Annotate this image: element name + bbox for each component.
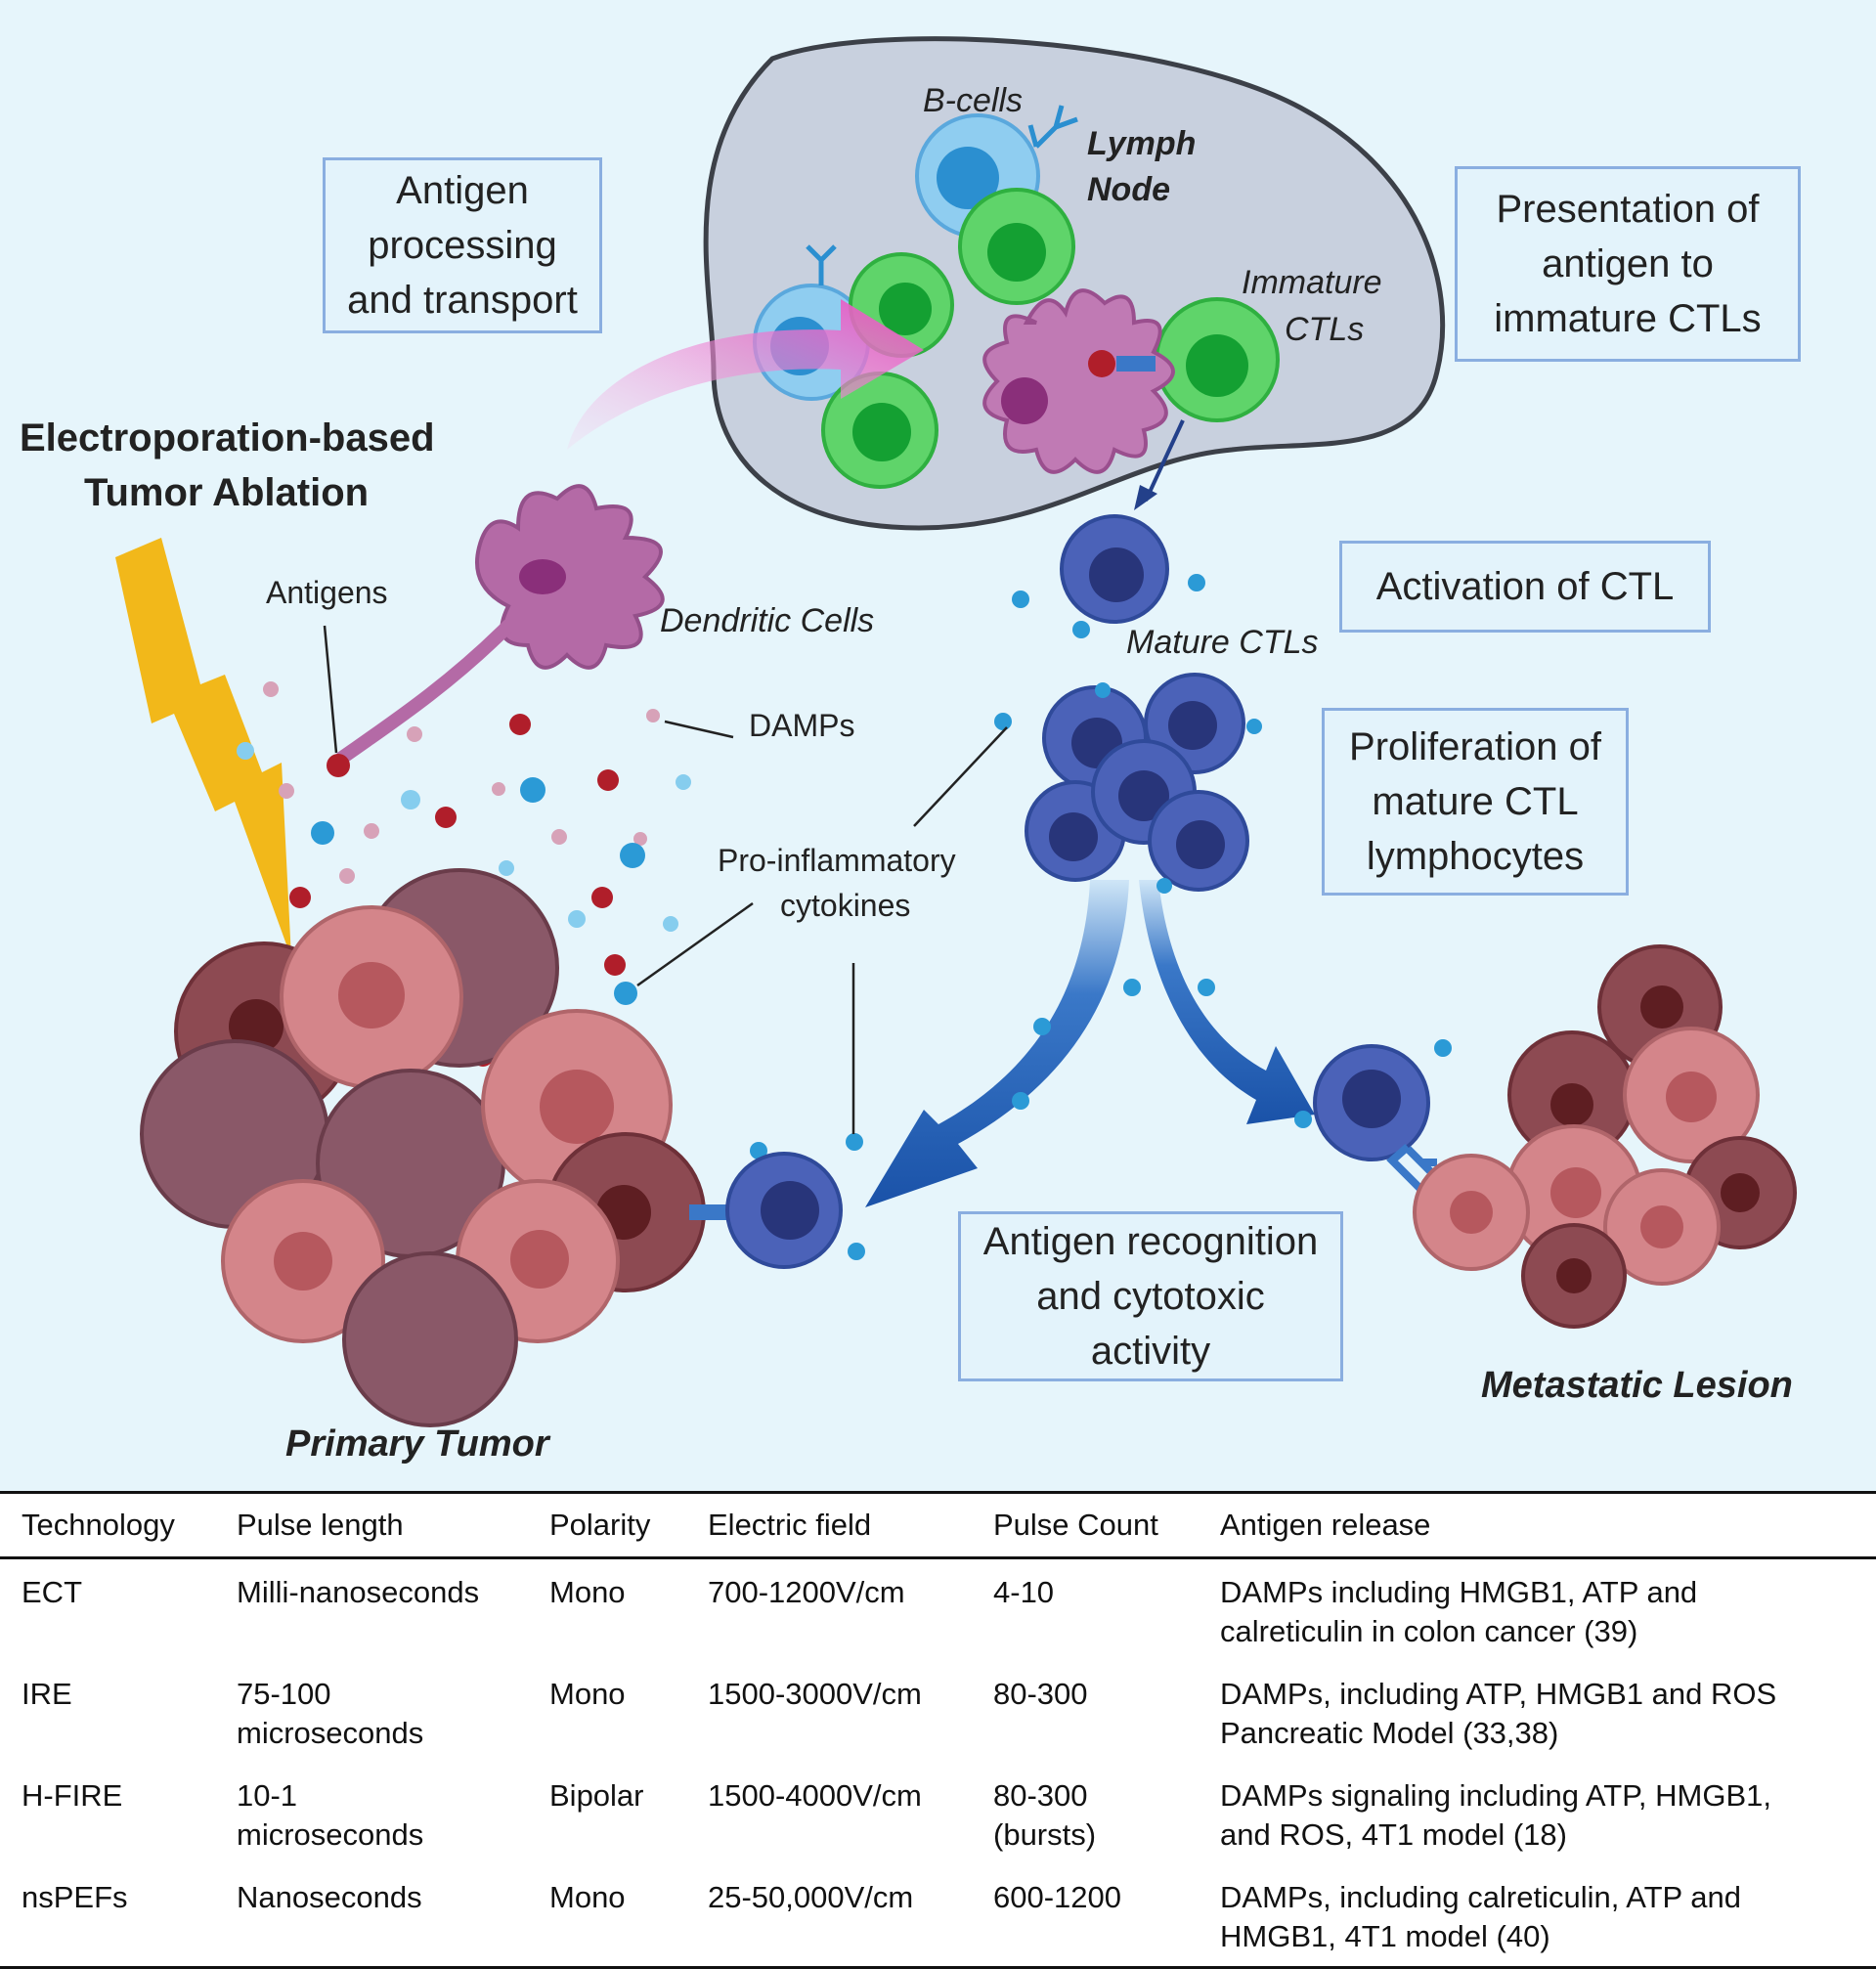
lymph-node-label-1: Lymph <box>1087 125 1197 162</box>
cell-polarity: Mono <box>528 1864 686 1969</box>
recognition-box: Antigen recognition and cytotoxic activi… <box>958 1211 1343 1381</box>
primary-tumor-label: Primary Tumor <box>285 1423 549 1465</box>
cell-electric-field: 1500-3000V/cm <box>708 1677 922 1711</box>
header-electric-field: Electric field <box>686 1491 972 1559</box>
header-technology: Technology <box>0 1491 215 1559</box>
antigen-presented <box>1088 350 1115 377</box>
cell-pulse-count: 600-1200 <box>972 1864 1199 1969</box>
technology-table-container: Technology Pulse length Polarity Electri… <box>0 1491 1876 1969</box>
table-row: H-FIRE 10-1 microseconds Bipolar 1500-40… <box>0 1763 1876 1864</box>
dendritic-cell-presenting <box>982 288 1175 474</box>
cell-electric-field: 1500-4000V/cm <box>708 1778 922 1813</box>
table-row: ECT Milli-nanoseconds Mono 700-1200V/cm … <box>0 1558 1876 1662</box>
header-antigen-release: Antigen release <box>1199 1491 1876 1559</box>
cell-pulse-length: Nanoseconds <box>215 1864 528 1969</box>
cell-electric-field: 25-50,000V/cm <box>686 1864 972 1969</box>
title-line-1: Electroporation-based <box>20 416 435 459</box>
lymph-node-label-2: Node <box>1087 171 1170 208</box>
table-row: nsPEFs Nanoseconds Mono 25-50,000V/cm 60… <box>0 1864 1876 1969</box>
receptor <box>1116 356 1156 372</box>
cell-polarity: Mono <box>549 1677 626 1711</box>
arrow-to-primary-tumor <box>865 880 1129 1207</box>
primary-tumor <box>140 868 706 1427</box>
cytotoxic-t-cell <box>689 1152 843 1269</box>
ctl-cluster <box>1025 673 1249 892</box>
activation-box: Activation of CTL <box>1339 541 1711 633</box>
leader-lines <box>323 625 1008 1134</box>
immature-ctl <box>1155 297 1280 422</box>
cell-pulse-length: 75-100 microseconds <box>237 1677 424 1750</box>
metastatic-lesion-label: Metastatic Lesion <box>1481 1365 1793 1406</box>
cell-pulse-count: 80-300 <box>993 1677 1088 1711</box>
cell-pulse-count: 4-10 <box>993 1575 1055 1609</box>
immature-ctls-label-2: CTLs <box>1285 311 1365 348</box>
cell-antigen-release: DAMPs, including ATP, HMGB1 and ROS Panc… <box>1220 1677 1777 1750</box>
immune-response-diagram: Electroporation-based Tumor Ablation B-c… <box>0 0 1876 1491</box>
b-cells-label: B-cells <box>923 82 1024 119</box>
cell-polarity: Mono <box>549 1575 626 1609</box>
header-pulse-count: Pulse Count <box>972 1491 1199 1559</box>
immature-ctl <box>958 188 1075 305</box>
dendritic-cell <box>327 484 665 777</box>
table-row: IRE 75-100 microseconds Mono 1500-3000V/… <box>0 1661 1876 1763</box>
immature-ctl <box>849 252 954 358</box>
cytokines-label-2: cytokines <box>780 888 911 923</box>
cell-antigen-release: DAMPs signaling including ATP, HMGB1, an… <box>1220 1778 1771 1852</box>
cell-pulse-length: Milli-nanoseconds <box>237 1575 480 1609</box>
antigen-transport-arrow <box>567 299 924 450</box>
arrow-to-metastasis <box>1139 880 1315 1124</box>
cell-pulse-count: 80-300 (bursts) <box>993 1778 1097 1852</box>
cytotoxic-t-cell-metastasis <box>1313 1044 1440 1193</box>
table-header-row: Technology Pulse length Polarity Electri… <box>0 1491 1876 1559</box>
cell-electric-field: 700-1200V/cm <box>708 1575 905 1609</box>
cell-technology: nsPEFs <box>0 1864 215 1969</box>
title-line-2: Tumor Ablation <box>84 471 370 514</box>
header-polarity: Polarity <box>528 1491 686 1559</box>
metastatic-lesion <box>1413 944 1797 1329</box>
immature-ctls-label-1: Immature <box>1242 264 1382 301</box>
presentation-box: Presentation of antigen to immature CTLs <box>1455 166 1801 362</box>
cell-polarity: Bipolar <box>549 1778 644 1813</box>
damps-label: DAMPs <box>749 708 855 743</box>
cell-pulse-length: 10-1 microseconds <box>237 1778 424 1852</box>
proliferation-box: Proliferation of mature CTL lymphocytes <box>1322 708 1629 896</box>
cell-technology: IRE <box>22 1677 72 1711</box>
mature-ctl <box>1060 514 1169 624</box>
antigens-label: Antigens <box>266 575 388 610</box>
cytokines-label-1: Pro-inflammatory <box>718 843 956 878</box>
immature-ctl <box>821 372 938 489</box>
cell-technology: H-FIRE <box>22 1778 123 1813</box>
header-pulse-length: Pulse length <box>215 1491 528 1559</box>
cell-technology: ECT <box>22 1575 82 1609</box>
dendritic-cells-label: Dendritic Cells <box>660 602 875 639</box>
technology-table: Technology Pulse length Polarity Electri… <box>0 1491 1876 1969</box>
cell-antigen-release: DAMPs, including calreticulin, ATP and H… <box>1199 1864 1876 1969</box>
antigen-processing-box: Antigen processing and transport <box>323 157 602 333</box>
lightning-bolt-icon <box>115 538 291 958</box>
diagram-artwork <box>115 36 1797 1427</box>
cell-antigen-release: DAMPs including HMGB1, ATP and calreticu… <box>1220 1575 1698 1648</box>
mature-ctls-label: Mature CTLs <box>1126 624 1319 661</box>
maturation-arrow <box>1144 419 1185 502</box>
